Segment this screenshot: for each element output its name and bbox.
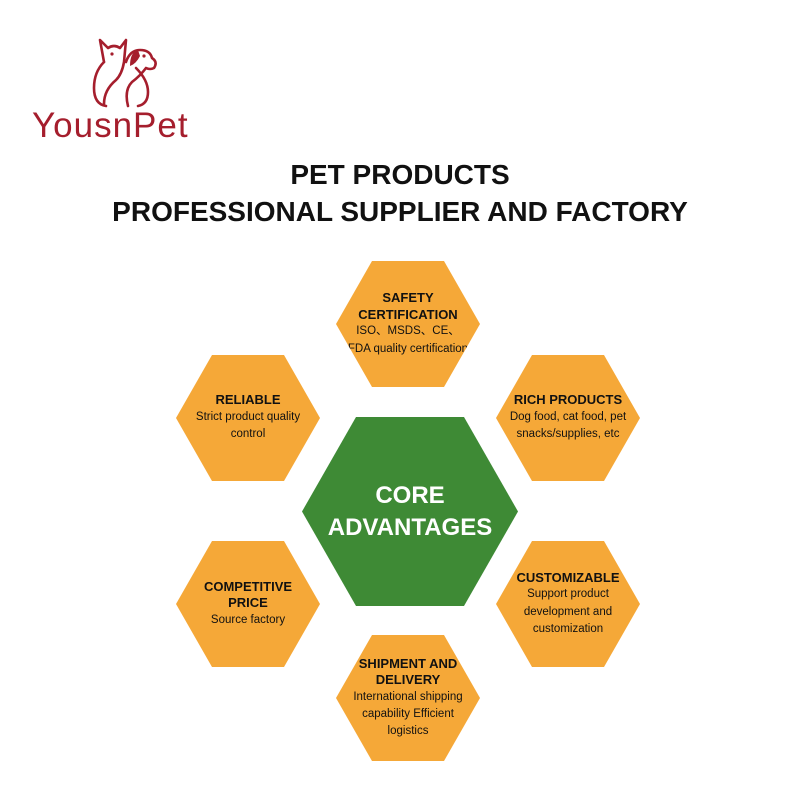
core-title: CORE ADVANTAGES bbox=[327, 482, 493, 541]
brand-wordmark: YousnPet bbox=[32, 106, 189, 145]
hex-description: Strict product quality control bbox=[195, 411, 301, 441]
headline-line-1: PET PRODUCTS bbox=[290, 159, 510, 190]
hex-title: RELIABLE bbox=[215, 392, 281, 408]
hex-description: International shipping capability Effici… bbox=[353, 690, 463, 738]
hex-core-advantages: CORE ADVANTAGES bbox=[302, 417, 518, 606]
hex-title: COMPETITIVE PRICE bbox=[203, 578, 293, 611]
hex-title: CUSTOMIZABLE bbox=[516, 569, 620, 585]
hex-title: RICH PRODUCTS bbox=[513, 392, 623, 408]
hex-description: ISO、MSDS、CE、FDA quality certification bbox=[347, 325, 469, 355]
hex-safety-certification: SAFETY CERTIFICATION ISO、MSDS、CE、FDA qua… bbox=[336, 261, 480, 387]
hex-description: Support product development and customiz… bbox=[523, 588, 613, 635]
hex-description: Dog food, cat food, pet snacks/supplies,… bbox=[509, 411, 627, 441]
hex-rich-products: RICH PRODUCTS Dog food, cat food, pet sn… bbox=[496, 355, 640, 481]
hex-shipment-and-delivery: SHIPMENT AND DELIVERY International ship… bbox=[336, 635, 480, 761]
hex-reliable: RELIABLE Strict product quality control bbox=[176, 355, 320, 481]
hex-title: SAFETY CERTIFICATION bbox=[358, 290, 458, 322]
cat-dog-logo-icon bbox=[92, 38, 157, 108]
hex-competitive-price: COMPETITIVE PRICE Source factory bbox=[176, 541, 320, 667]
hex-description: Source factory bbox=[210, 614, 286, 626]
hex-title: SHIPMENT AND DELIVERY bbox=[358, 655, 458, 688]
hex-customizable: CUSTOMIZABLE Support product development… bbox=[496, 541, 640, 667]
brand-logo: YousnPet bbox=[28, 22, 208, 145]
headline-line-2: PROFESSIONAL SUPPLIER AND FACTORY bbox=[112, 196, 688, 227]
